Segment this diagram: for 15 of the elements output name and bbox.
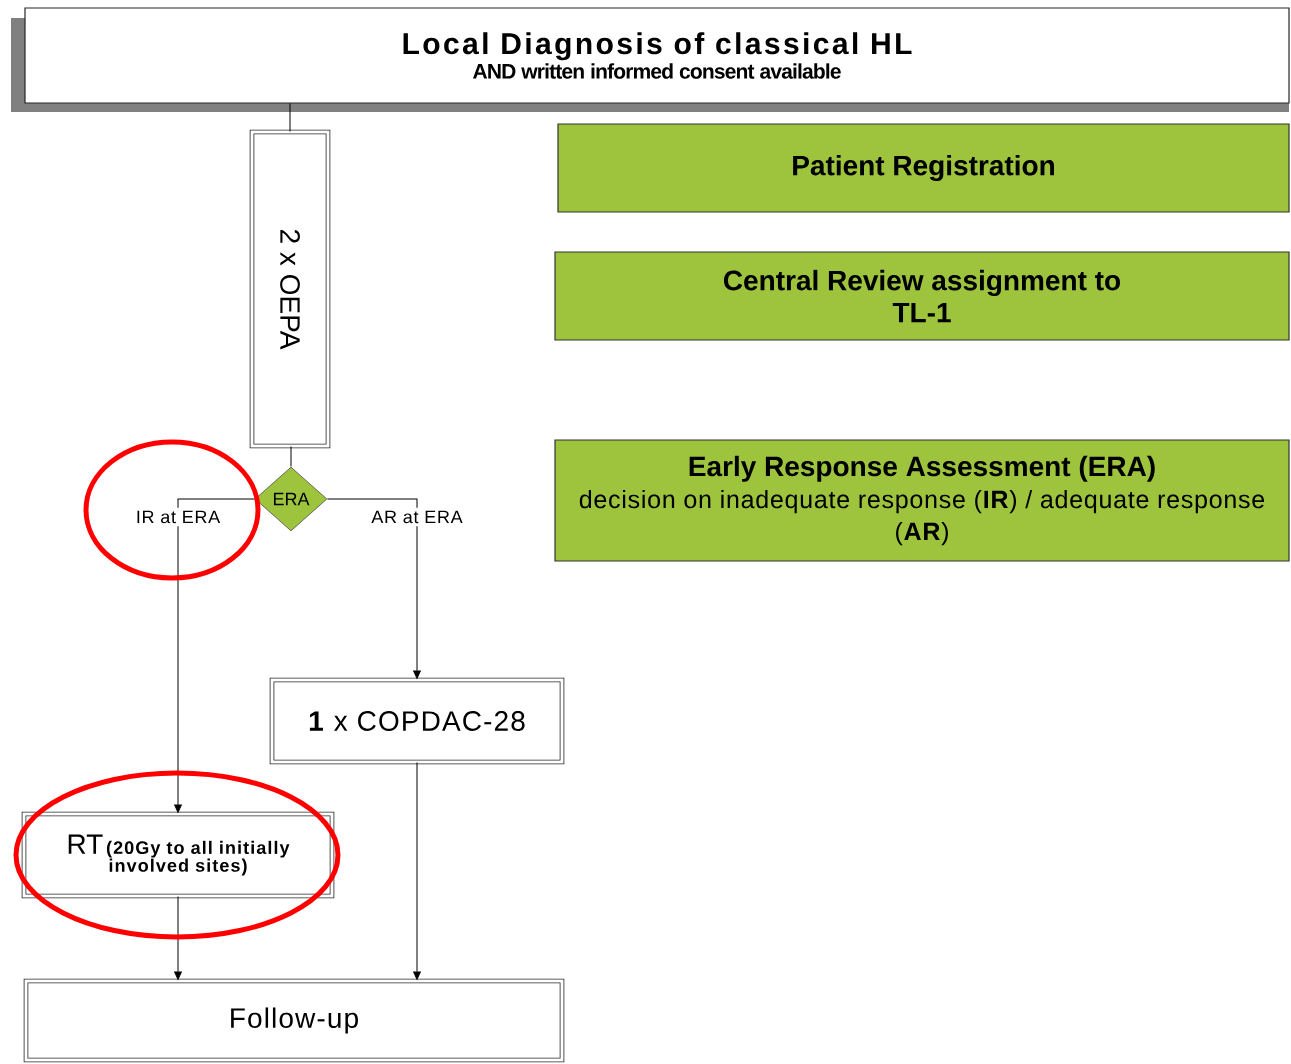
step-box: Patient Registration	[557, 123, 1290, 213]
connector-line	[290, 445, 292, 468]
connector-line	[289, 103, 291, 133]
follow-up-box: Follow-up	[23, 978, 565, 1063]
edge-label: IR at ERA	[137, 510, 221, 524]
title-box: Local Diagnosis of classical HL AND written informed consent available	[11, 7, 1290, 112]
step-box: Central Review assignment to TL-1	[554, 251, 1290, 341]
treatment-box: 2 x OEPA	[249, 129, 331, 449]
treatment-box: 1 x COPDAC-28	[269, 677, 565, 765]
arrow	[326, 498, 421, 679]
step-box: Early Response Assessment (ERA) decision on inadequate response (IR) / adequate response (AR)	[554, 439, 1290, 562]
arrow	[174, 895, 182, 980]
arrow	[174, 498, 256, 813]
arrow	[413, 761, 421, 980]
edge-label: AR at ERA	[371, 510, 463, 524]
